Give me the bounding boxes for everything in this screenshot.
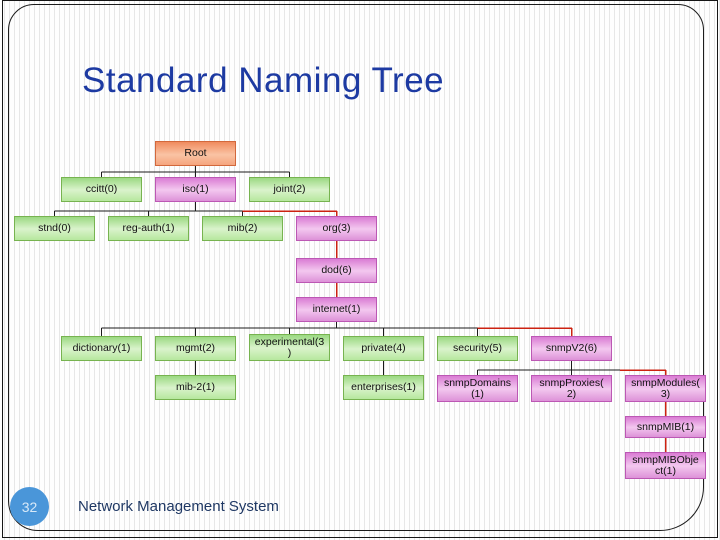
footer-text: Network Management System [78, 498, 279, 515]
tree-node-dod: dod(6) [296, 258, 377, 283]
tree-node-stnd: stnd(0) [14, 216, 95, 241]
page-number: 32 [21, 498, 38, 515]
tree-node-snmpmodules: snmpModules( 3) [625, 375, 706, 402]
tree-node-snmpdomains: snmpDomains (1) [437, 375, 518, 402]
page-title: Standard Naming Tree [82, 61, 445, 100]
tree-node-private: private(4) [343, 336, 424, 361]
tree-node-snmpv2: snmpV2(6) [531, 336, 612, 361]
tree-node-internet: internet(1) [296, 297, 377, 322]
tree-connectors-highlighted [242, 210, 667, 452]
tree-node-dictionary: dictionary(1) [61, 336, 142, 361]
tree-node-joint: joint(2) [249, 177, 330, 202]
tree-node-snmpproxies: snmpProxies( 2) [531, 375, 612, 402]
page-number-badge: 32 [10, 487, 49, 526]
tree-node-ccitt: ccitt(0) [61, 177, 142, 202]
tree-node-enterprises: enterprises(1) [343, 375, 424, 400]
tree-node-mib: mib(2) [202, 216, 283, 241]
tree-node-security: security(5) [437, 336, 518, 361]
tree-node-snmpmib: snmpMIB(1) [625, 416, 706, 438]
tree-node-root: Root [155, 141, 236, 166]
tree-node-mgmt: mgmt(2) [155, 336, 236, 361]
tree-node-org: org(3) [296, 216, 377, 241]
tree-node-experimental: experimental(3 ) [249, 334, 330, 361]
tree-node-snmpmibobject: snmpMIBObje ct(1) [625, 452, 706, 479]
tree-node-reg-auth: reg-auth(1) [108, 216, 189, 241]
tree-node-mib-2: mib-2(1) [155, 375, 236, 400]
tree-node-iso: iso(1) [155, 177, 236, 202]
